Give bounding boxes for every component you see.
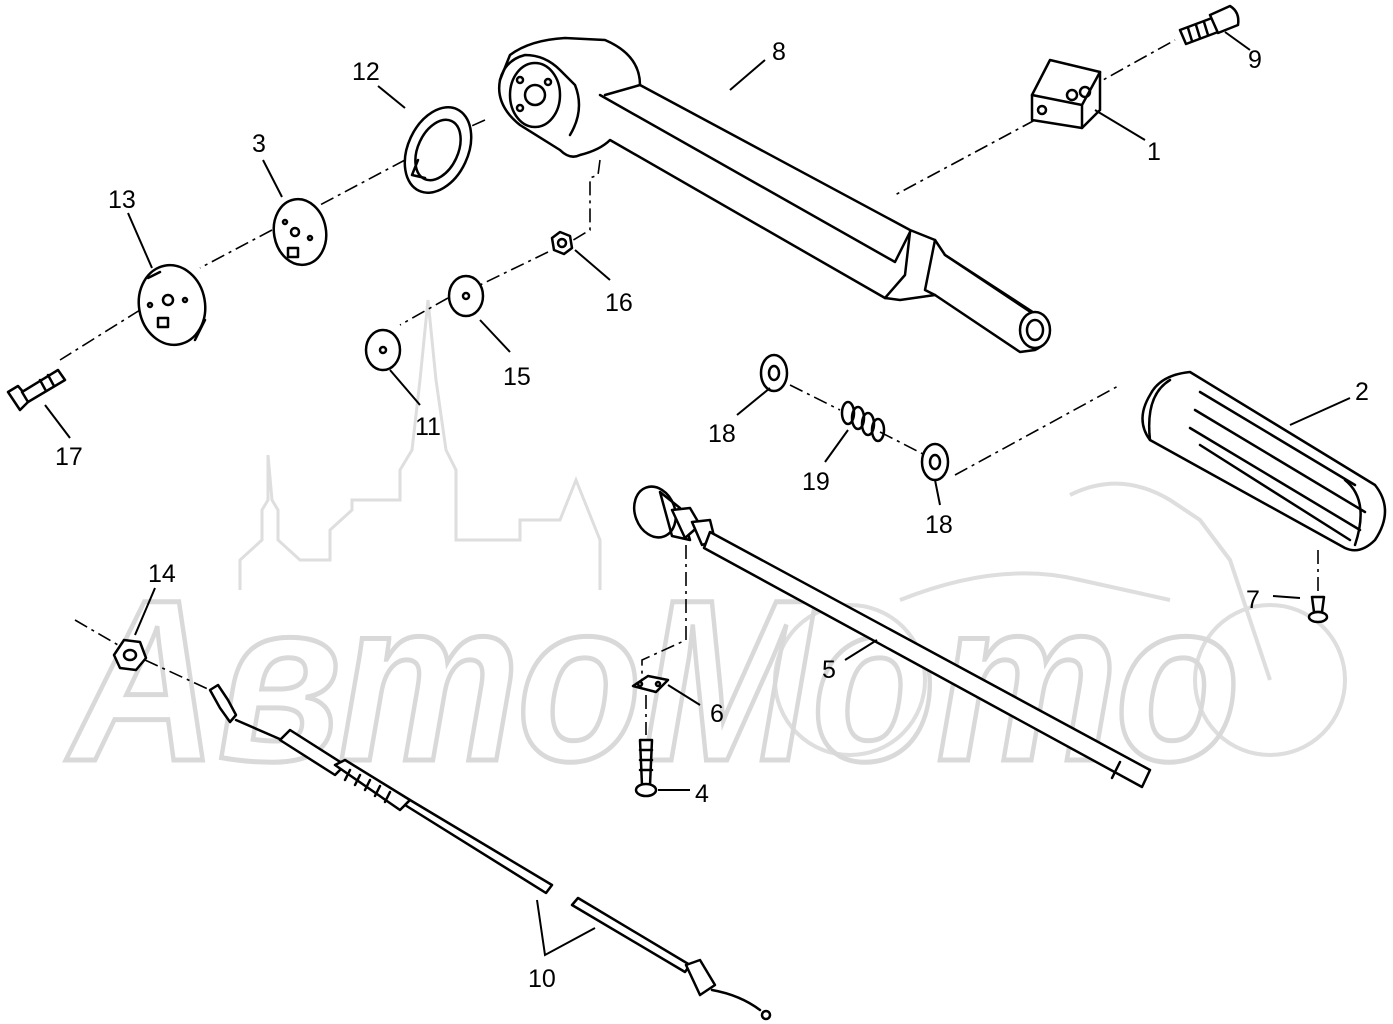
label-part-11: 11 (415, 413, 441, 441)
leader-lines (44, 31, 1351, 957)
label-part-6: 6 (710, 700, 724, 728)
label-part-7: 7 (1246, 586, 1260, 614)
label-part-2: 2 (1355, 378, 1369, 406)
label-part-8: 8 (772, 38, 786, 66)
part-1-bracket-block (1030, 58, 1102, 130)
part-3-plate (272, 197, 328, 267)
label-part-1: 1 (1147, 138, 1161, 166)
part-17-bolt (6, 368, 67, 412)
watermark-skyline-icon (238, 299, 602, 590)
label-part-3: 3 (252, 130, 266, 158)
part-13-friction-disc (137, 263, 207, 347)
label-part-12: 12 (352, 58, 380, 86)
part-9-screw (1178, 4, 1240, 46)
part-18-spring-washer-upper (759, 353, 789, 393)
label-part-16: 16 (605, 289, 633, 317)
part-12-retaining-ring (403, 106, 473, 194)
label-part-17: 17 (55, 443, 83, 471)
label-part-9: 9 (1248, 46, 1262, 74)
part-labels: 9 1 8 12 3 13 17 16 15 11 18 19 18 2 7 5… (55, 38, 1369, 993)
part-10-cable (208, 683, 772, 1021)
label-part-14: 14 (148, 560, 176, 588)
watermark-motorcycle-icon (773, 481, 1347, 757)
part-5-throttle-shaft (632, 485, 1152, 789)
label-part-4: 4 (695, 780, 709, 808)
assembly-lines (59, 39, 1319, 735)
part-7-screw (1307, 595, 1329, 624)
label-part-18-lower: 18 (925, 511, 953, 539)
label-part-19: 19 (802, 468, 830, 496)
part-19-spring (840, 400, 886, 443)
label-part-5: 5 (822, 656, 836, 684)
label-part-18-upper: 18 (708, 420, 736, 448)
label-part-13: 13 (108, 186, 136, 214)
watermark: АвтоМото (63, 299, 1347, 812)
label-part-15: 15 (503, 363, 531, 391)
part-2-handle-grip (1141, 370, 1387, 552)
part-4-screw (634, 738, 658, 798)
part-18-spring-washer-lower (920, 442, 950, 482)
part-11-washer (364, 328, 402, 372)
part-15-washer (447, 274, 485, 318)
part-8-tiller-arm (497, 36, 1052, 354)
label-part-10: 10 (528, 965, 556, 993)
part-14-nut (112, 638, 148, 672)
part-6-clip (631, 674, 670, 694)
part-16-nut (550, 230, 574, 256)
